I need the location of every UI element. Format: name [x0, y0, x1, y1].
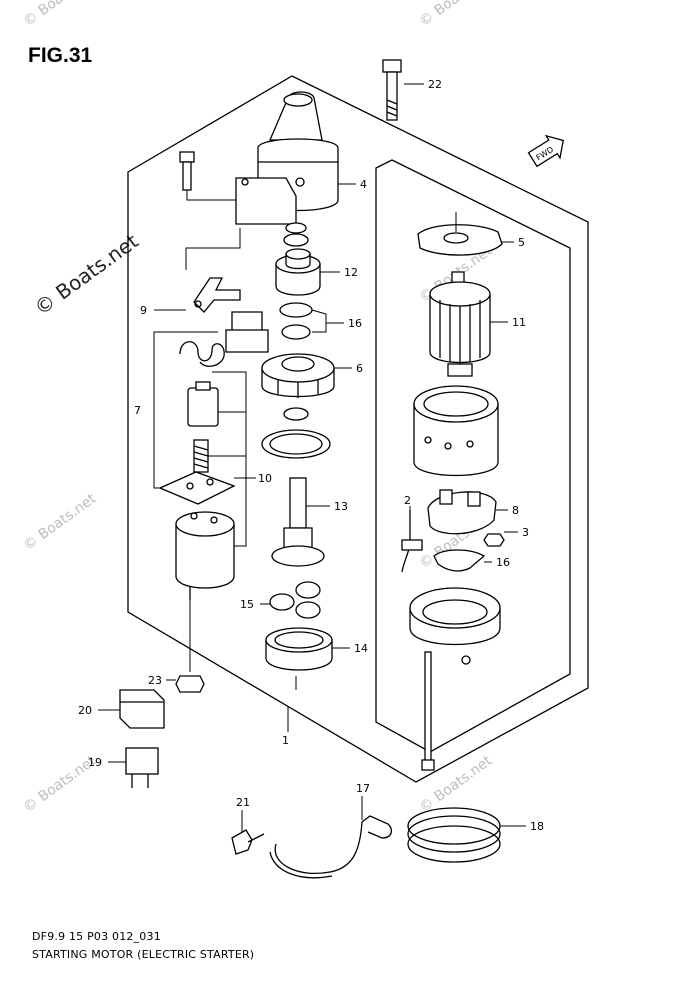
callout-9: 9: [140, 304, 147, 317]
figure-code: DF9.9 15 P03 012_031: [32, 930, 161, 943]
callout-21: 21: [236, 796, 250, 809]
callout-19: 19: [88, 756, 102, 769]
small-washer-top: [285, 222, 307, 234]
callout-2: 2: [404, 494, 411, 507]
plunger: [187, 381, 219, 427]
figure-caption: STARTING MOTOR (ELECTRIC STARTER): [32, 948, 255, 961]
callout-10: 10: [258, 472, 272, 485]
yoke: [413, 385, 499, 477]
snap-ring-2: [281, 324, 311, 340]
shift-lever: [193, 277, 241, 313]
callout-11: 11: [512, 316, 526, 329]
callout-5: 5: [518, 236, 525, 249]
nut-3: [483, 533, 505, 547]
cover-plate: [158, 471, 236, 505]
bolt-22: [382, 59, 402, 121]
callout-3: 3: [522, 526, 529, 539]
fwd-arrow-icon: FWD: [527, 134, 565, 168]
callout-20: 20: [78, 704, 92, 717]
planet-gears: [269, 581, 321, 619]
callout-6: 6: [356, 362, 363, 375]
figure-title: FIG.31: [28, 44, 93, 67]
plunger-spring: [193, 439, 209, 473]
pinion-gear: [275, 248, 321, 296]
callout-15: 15: [240, 598, 254, 611]
bracket-10: [212, 371, 247, 547]
solenoid-body: [175, 511, 235, 600]
callout-17: 17: [356, 782, 370, 795]
callout-18: 18: [530, 820, 544, 833]
nut-23: [175, 675, 205, 693]
assembly-frame-inner: [375, 159, 571, 753]
callout-7: 7: [134, 404, 141, 417]
solenoid-bracket: [225, 311, 269, 353]
callout-23: 23: [148, 674, 162, 687]
callout-12: 12: [344, 266, 358, 279]
end-cover: [409, 587, 501, 665]
brush-wire: [401, 510, 423, 573]
through-bolt: [421, 651, 435, 771]
screw-21: [231, 810, 265, 855]
clamp-band: [407, 807, 501, 863]
armature: [429, 271, 491, 377]
pinion-housing: [235, 91, 339, 225]
strap-bracket: [269, 815, 393, 879]
callout-22: 22: [428, 78, 442, 91]
callout-8: 8: [512, 504, 519, 517]
spring-wire: [179, 341, 225, 367]
callout-16-upper: 16: [348, 317, 362, 330]
gasket-ring: [261, 429, 331, 459]
snap-ring: [279, 302, 313, 318]
relay-19: [125, 747, 159, 788]
callout-14: 14: [354, 642, 368, 655]
small-washer-top-2: [283, 233, 309, 247]
bracket-plate: [417, 224, 503, 256]
end-frame-cover: [261, 353, 335, 398]
washer-mid: [283, 407, 309, 421]
callout-1: 1: [282, 734, 289, 747]
shim-plate: [433, 549, 486, 572]
assembly-frame-outer: [127, 75, 589, 783]
callout-4: 4: [360, 178, 367, 191]
callout-16-lower: 16: [496, 556, 510, 569]
brush-holder: [427, 489, 497, 535]
armature-shaft: [271, 477, 325, 567]
callout-13: 13: [334, 500, 348, 513]
relay-20: [119, 689, 165, 729]
internal-gear: [265, 627, 333, 671]
bolt-left: [179, 151, 195, 191]
